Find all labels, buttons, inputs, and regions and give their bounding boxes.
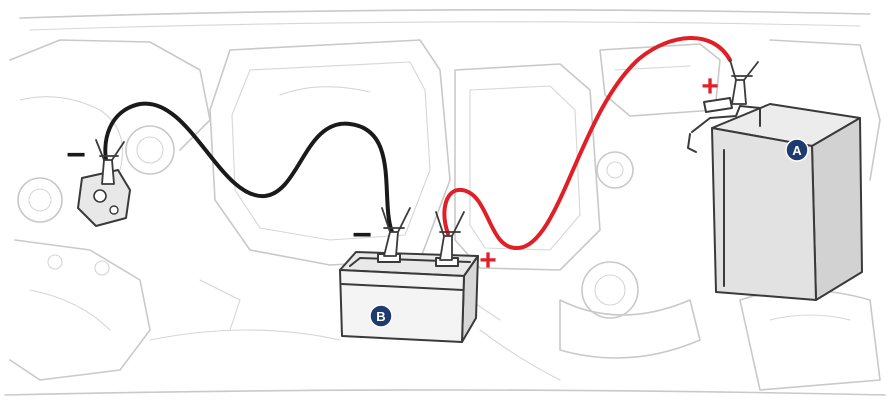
- battery-b: [339, 251, 479, 343]
- positive-cable: [442, 36, 732, 251]
- minus-sign-ground: −: [66, 136, 86, 174]
- badge-a: A: [785, 138, 809, 162]
- plus-sign-battery-a: +: [701, 70, 719, 103]
- battery-a: [687, 97, 863, 301]
- engine-bay-sketch: [4, 9, 886, 396]
- plus-sign-battery-b: +: [479, 244, 497, 277]
- badge-a-label: A: [792, 143, 802, 158]
- minus-sign-battery-b: −: [352, 216, 372, 254]
- clamp-b-positive: [435, 211, 465, 261]
- clamp-b-negative: [381, 207, 411, 257]
- clamp-ground: [95, 139, 125, 185]
- badge-b-label: B: [376, 309, 385, 324]
- clamp-a-positive: [729, 59, 759, 105]
- badge-b: B: [369, 304, 393, 328]
- ground-point: [77, 169, 131, 227]
- negative-cable: [103, 101, 394, 234]
